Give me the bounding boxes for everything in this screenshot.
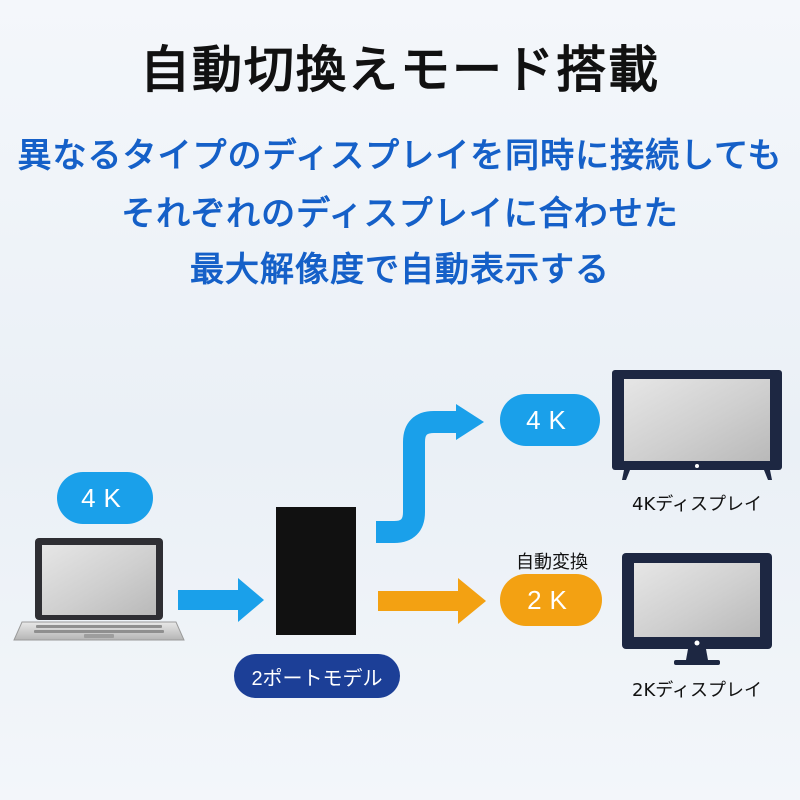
laptop-icon	[13, 538, 185, 641]
subtitle-line-3: 最大解像度で自動表示する	[190, 250, 610, 290]
device-label-badge: 2ポートモデル	[234, 654, 400, 698]
subtitle-line-1: 異なるタイプのディスプレイを同時に接続しても	[17, 136, 783, 176]
2k-display-icon	[622, 553, 772, 665]
subtitle-line-2: それぞれのディスプレイに合わせた	[121, 194, 679, 234]
2k-resolution-badge: 2K	[500, 574, 602, 626]
device-to-4k-arrow	[376, 404, 484, 543]
4k-display-icon	[612, 370, 782, 480]
4k-resolution-badge: 4K	[500, 394, 600, 446]
device-to-2k-arrow	[378, 578, 486, 624]
4k-display-caption: 4Kディスプレイ	[632, 494, 762, 515]
laptop-resolution-badge: 4K	[57, 472, 153, 524]
video-splitter-device	[276, 507, 356, 635]
auto-conversion-label: 自動変換	[516, 552, 588, 573]
laptop-to-device-arrow	[178, 578, 264, 622]
page-title: 自動切換えモード搭載	[140, 41, 660, 99]
2k-display-caption: 2Kディスプレイ	[632, 680, 762, 701]
